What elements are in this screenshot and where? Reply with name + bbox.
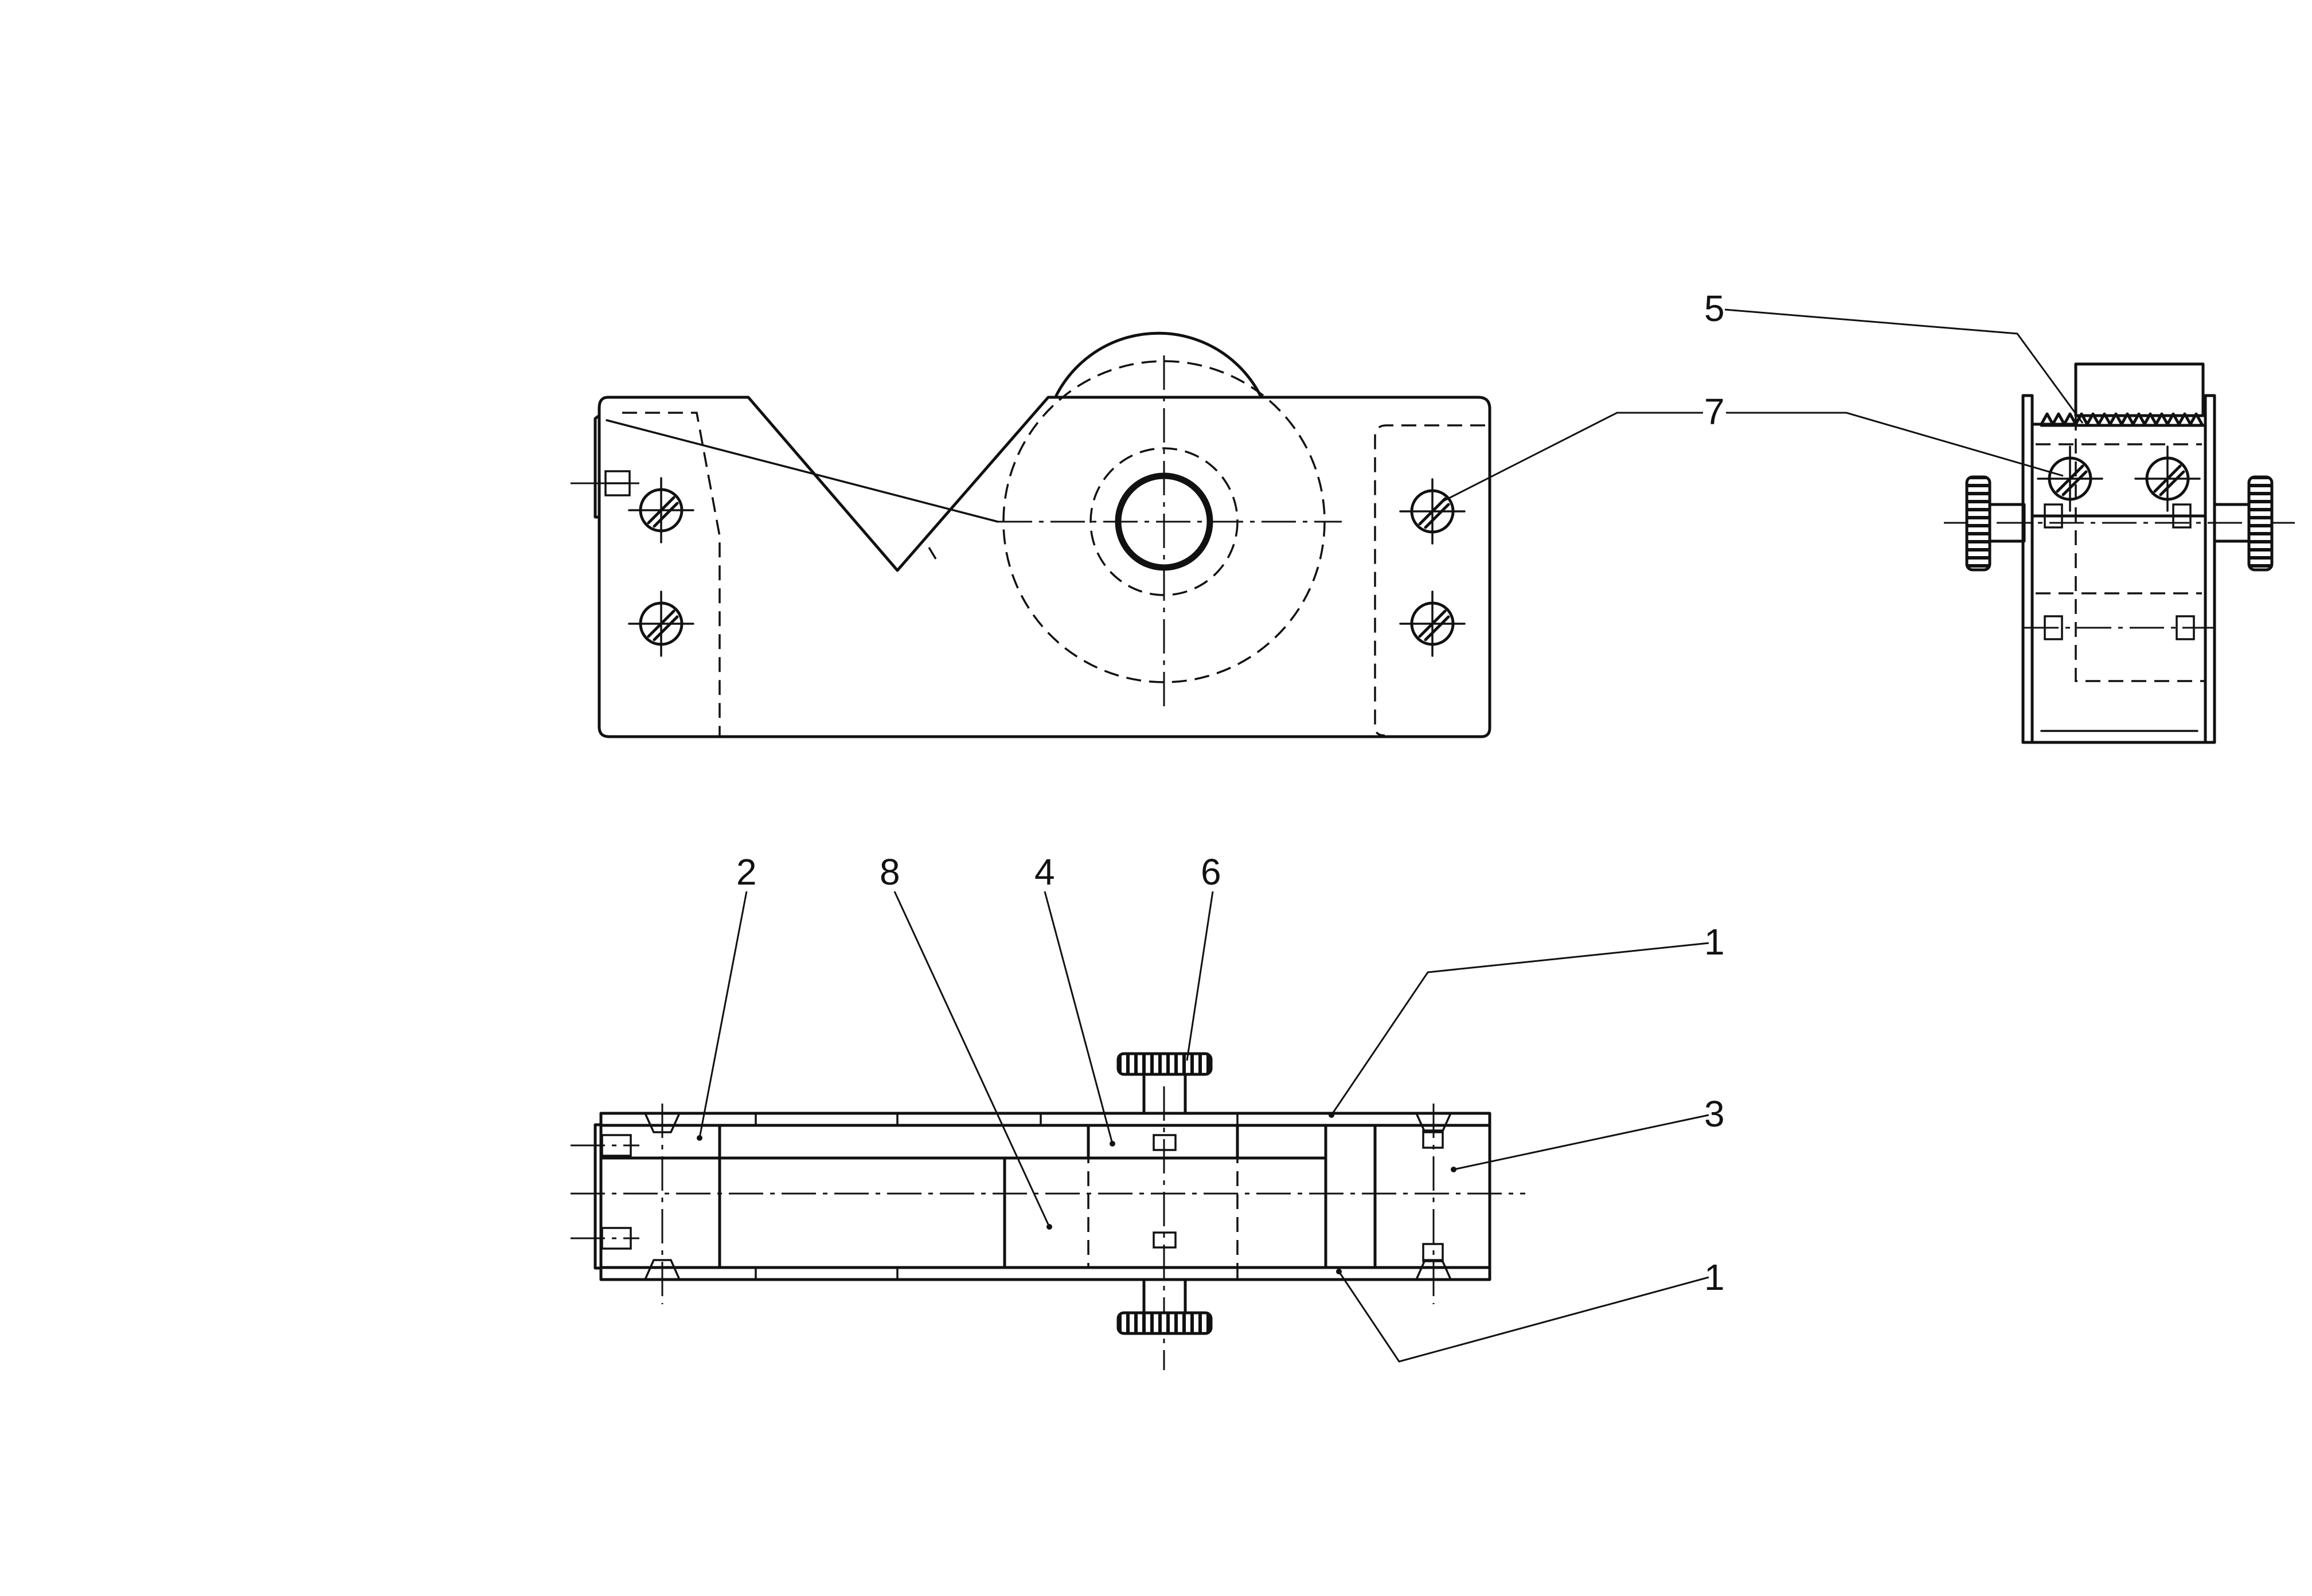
part-labels: 5 7 2 8 4 6 1 3 1 [736, 288, 1725, 1298]
leader-7-side [1726, 412, 2064, 477]
top-view [571, 1052, 1525, 1370]
leader-dot [697, 1135, 702, 1141]
side-plate-left [2021, 394, 2034, 744]
top-center-bridge [1087, 1124, 1239, 1160]
leader-2 [698, 891, 748, 1139]
front-view-outline [597, 396, 1491, 738]
side-hidden-block [2075, 416, 2205, 682]
leader-1-top [1330, 942, 1709, 1116]
side-view [1944, 362, 2299, 744]
leader-dot [1336, 1269, 1342, 1274]
side-clip-left-top [2044, 503, 2063, 529]
label-6: 6 [1201, 851, 1221, 893]
leader-dot [1451, 1167, 1456, 1172]
leader-6 [1186, 891, 1214, 1061]
top-countersink-lr [1415, 1259, 1452, 1281]
front-leader-line [606, 419, 999, 523]
leader-8 [893, 891, 1050, 1227]
label-5: 5 [1704, 288, 1725, 329]
label-1-bottom: 1 [1704, 1257, 1725, 1298]
left-end-clip [593, 414, 601, 519]
label-8: 8 [880, 851, 900, 893]
knurled-knob-left [1965, 475, 1991, 572]
screw-icon [1400, 479, 1464, 543]
screw-icon [2135, 447, 2200, 511]
leader-3 [1453, 1114, 1709, 1171]
leader-dot [1110, 1141, 1115, 1147]
shaft-thread-upper [1153, 1134, 1177, 1151]
top-slide-block [1003, 1156, 1327, 1269]
label-7: 7 [1704, 391, 1725, 432]
top-countersink-ll [644, 1259, 681, 1281]
leader-5 [1724, 308, 2084, 424]
side-plate-right [2204, 394, 2216, 744]
screw-icon [629, 478, 693, 542]
screw-icon [2038, 447, 2102, 511]
label-2: 2 [736, 851, 757, 893]
leader-1-bottom [1338, 1271, 1709, 1363]
top-view-outline [599, 1112, 1491, 1281]
front-view [571, 331, 1491, 738]
label-1-top: 1 [1704, 921, 1725, 963]
roller-arc [1055, 331, 1262, 397]
label-4: 4 [1034, 851, 1055, 893]
leader-7-front [1442, 412, 1703, 503]
knurled-knob-lower [1116, 1311, 1213, 1335]
shaft-thread-lower [1153, 1231, 1177, 1249]
leader-4 [1044, 891, 1114, 1144]
leader-lines [697, 308, 2084, 1363]
screw-icon [1400, 592, 1464, 656]
front-vgroove-hidden [928, 547, 937, 560]
side-clip-right-top [2172, 503, 2192, 529]
leader-dot [1329, 1112, 1334, 1118]
screw-icon [629, 592, 693, 656]
label-3: 3 [1704, 1093, 1725, 1135]
front-right-hidden-block [1374, 424, 1485, 737]
top-screw-right-lower [1422, 1243, 1444, 1262]
side-block-top [2074, 362, 2205, 417]
knurled-knob-right [2247, 475, 2274, 572]
front-left-hidden-block [622, 412, 721, 736]
top-left-end-plate [593, 1123, 603, 1270]
knurled-knob-upper [1116, 1052, 1213, 1076]
leader-dot [1046, 1224, 1052, 1230]
